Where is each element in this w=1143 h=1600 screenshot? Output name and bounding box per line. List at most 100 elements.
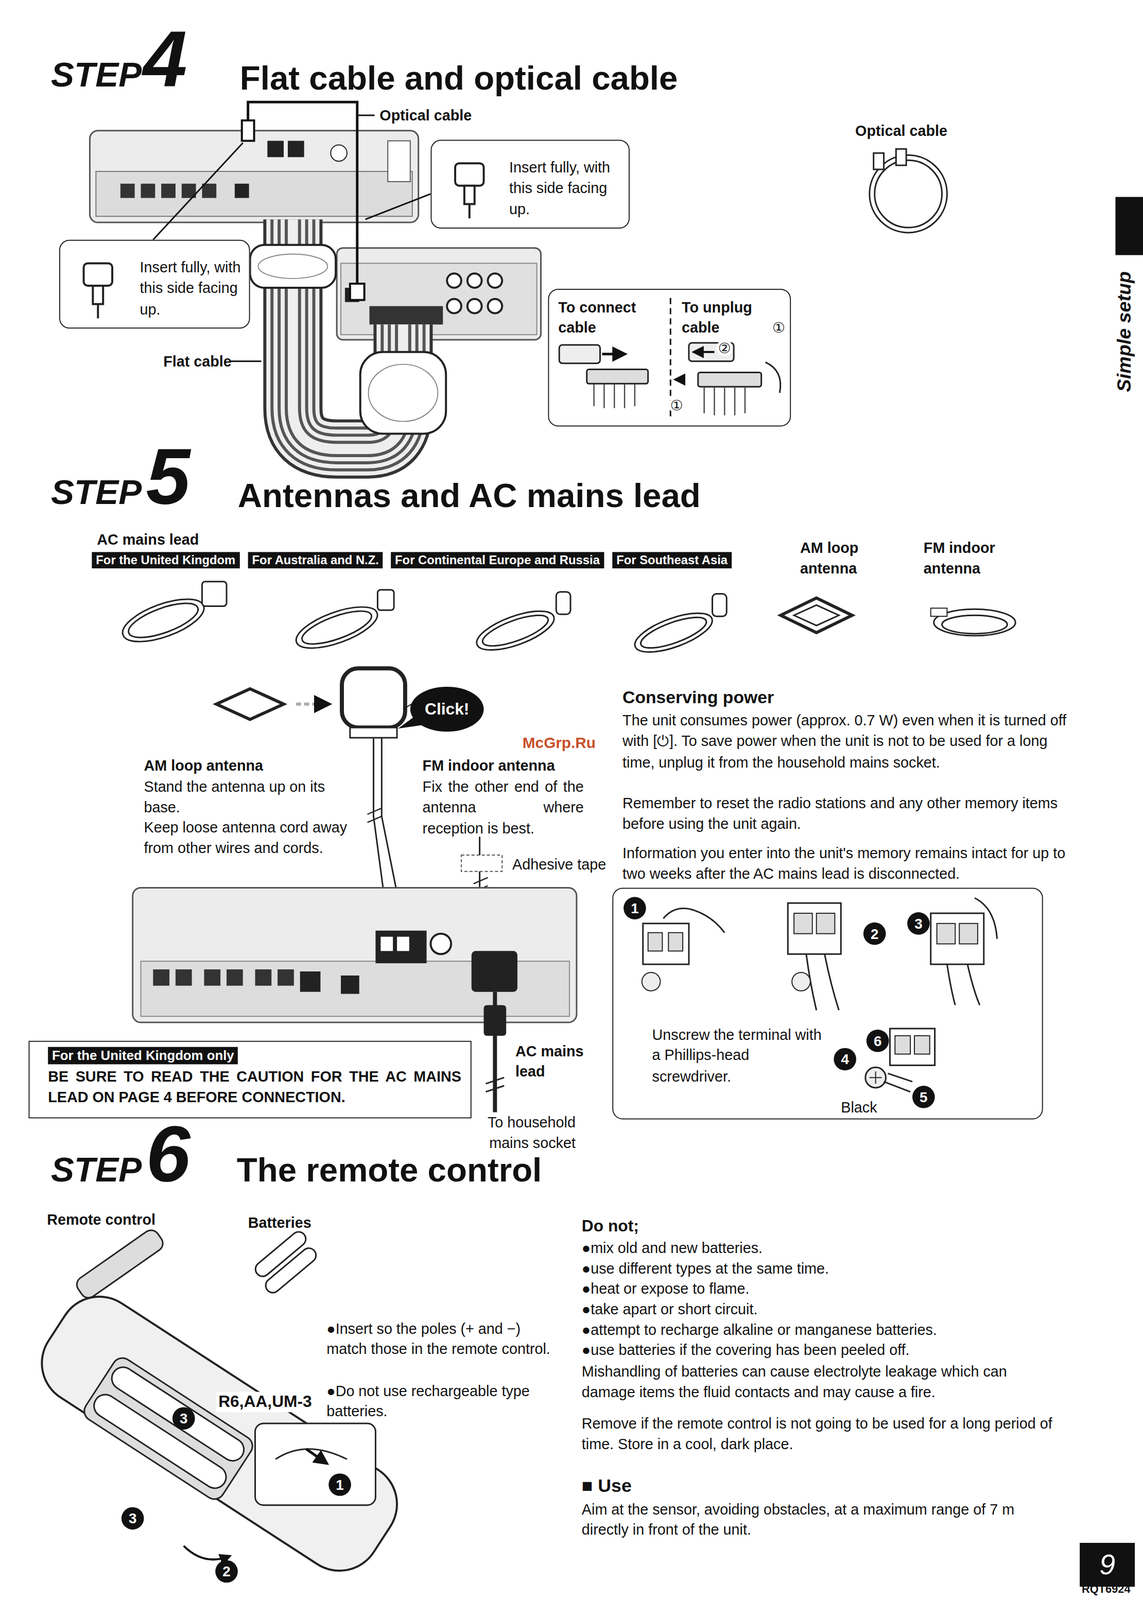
plug-icon bbox=[92, 285, 103, 305]
callout-ground bbox=[612, 887, 1043, 1120]
box-text: Insert fully, with this side facing up. bbox=[509, 157, 617, 220]
terminal-icon bbox=[668, 932, 683, 952]
flat-cable bbox=[257, 254, 328, 280]
body-text: ●mix old and new batteries. bbox=[581, 1237, 1064, 1259]
step-label: STEP bbox=[50, 1152, 142, 1187]
box-text: 9 bbox=[1099, 1548, 1116, 1582]
callout-number: 5 bbox=[912, 1085, 935, 1109]
body-text: ●use different types at the same time. bbox=[581, 1258, 1064, 1279]
mains-lead bbox=[124, 596, 202, 645]
instruction-box: Unscrew the terminal with a Phillips-hea… bbox=[612, 887, 1043, 1120]
main-unit-rear bbox=[396, 937, 410, 952]
leader-line bbox=[365, 194, 431, 220]
terminal-icon bbox=[889, 1028, 935, 1066]
main-unit-rear bbox=[226, 969, 244, 986]
step-label: STEP bbox=[50, 57, 142, 92]
main-unit-rear bbox=[201, 183, 217, 199]
main-unit-rear bbox=[152, 969, 170, 986]
antenna-icon bbox=[341, 668, 406, 728]
terminal-icon bbox=[884, 1073, 913, 1093]
dvd-unit-rear bbox=[467, 273, 482, 288]
body-text: Remove if the remote control is not goin… bbox=[581, 1413, 1064, 1455]
caption-label: Optical cable bbox=[379, 105, 472, 126]
optical-cable bbox=[873, 152, 885, 170]
step-number: 5 bbox=[145, 436, 190, 517]
body-text: Information you enter into the unit's me… bbox=[622, 842, 1072, 885]
callout-ground bbox=[59, 140, 1044, 1120]
main-unit-rear bbox=[471, 950, 518, 992]
main-unit-rear bbox=[380, 937, 393, 952]
body-text: ●Do not use rechargeable type batteries. bbox=[326, 1380, 560, 1423]
antenna-icon bbox=[780, 598, 853, 633]
main-unit-rear bbox=[175, 969, 193, 986]
body-text: The unit consumes power (approx. 0.7 W) … bbox=[622, 710, 1070, 773]
antenna-icon bbox=[942, 615, 1008, 634]
main-unit-rear bbox=[203, 969, 221, 986]
section-heading: Flat cable and optical cable bbox=[239, 61, 679, 95]
step-number: 6 bbox=[145, 1114, 190, 1195]
antenna-icon bbox=[930, 608, 948, 617]
main-unit-rear bbox=[255, 969, 272, 986]
box-text: For the United Kingdom bbox=[95, 551, 236, 569]
box-text: For the United Kingdom only bbox=[47, 1047, 238, 1065]
flat-cable bbox=[250, 245, 337, 288]
box-text: Insert fully, with this side facing up. bbox=[140, 257, 242, 320]
section-heading: Antennas and AC mains lead bbox=[237, 478, 701, 513]
warning-box: For the United Kingdom onlyBE SURE TO RE… bbox=[28, 1041, 472, 1119]
main-unit-rear bbox=[141, 183, 156, 199]
body-text: ●attempt to recharge alkaline or mangane… bbox=[581, 1319, 1064, 1341]
remote-control bbox=[80, 1354, 257, 1503]
main-unit-rear bbox=[161, 183, 176, 199]
main-unit-rear bbox=[234, 183, 250, 199]
plug-icon bbox=[83, 263, 113, 286]
callout-ground bbox=[547, 288, 791, 427]
main-unit-rear bbox=[375, 930, 427, 964]
region-tag: For the United Kingdom bbox=[91, 551, 240, 569]
callout-number: 3 bbox=[121, 1507, 145, 1531]
box-body-text: To unplug cable bbox=[681, 297, 784, 339]
antenna-icon bbox=[216, 688, 284, 720]
terminal-icon bbox=[806, 954, 839, 1011]
dvd-unit-rear bbox=[446, 299, 462, 314]
callout-number: 4 bbox=[833, 1048, 857, 1071]
terminal-icon bbox=[643, 923, 689, 965]
main-unit-rear bbox=[340, 975, 360, 995]
callout-number: 2 bbox=[863, 922, 887, 946]
body-text: ●Insert so the poles (+ and −) match tho… bbox=[326, 1318, 560, 1360]
terminal-icon bbox=[793, 913, 813, 934]
region-tag: For Southeast Asia bbox=[612, 551, 732, 569]
callout-number: 3 bbox=[907, 912, 930, 935]
caption-label: AM loop antenna bbox=[143, 755, 264, 776]
body-text: Remember to reset the radio stations and… bbox=[622, 792, 1070, 835]
connector-icon bbox=[704, 386, 746, 416]
section-tab-label: Simple setup bbox=[1114, 271, 1135, 392]
main-unit-rear bbox=[300, 971, 321, 993]
body-text: Mishandling of batteries can cause elect… bbox=[581, 1361, 1064, 1403]
speech-bubble: Click! bbox=[410, 686, 484, 732]
callout-number: ① bbox=[668, 396, 685, 414]
callout-box: Insert fully, with this side facing up. bbox=[59, 239, 251, 329]
callout-number: 6 bbox=[866, 1029, 890, 1053]
plug-icon bbox=[468, 203, 471, 219]
main-unit-rear bbox=[387, 141, 411, 182]
terminal-icon bbox=[791, 972, 811, 992]
optical-cable bbox=[241, 120, 255, 142]
connector-icon bbox=[765, 362, 781, 393]
connector-icon bbox=[594, 383, 635, 409]
main-unit-rear bbox=[89, 130, 419, 223]
mains-lead bbox=[117, 590, 210, 651]
caption-label: Flat cable bbox=[163, 351, 232, 372]
remote-control bbox=[89, 1390, 231, 1494]
leader-line bbox=[152, 143, 243, 240]
optical-cable bbox=[895, 148, 907, 166]
box-body-text: BE SURE TO READ THE CAUTION FOR THE AC M… bbox=[47, 1066, 462, 1107]
callout-box: Insert fully, with this side facing up. bbox=[430, 140, 630, 229]
terminal-icon bbox=[946, 964, 980, 1006]
callout-number: 1 bbox=[328, 1473, 352, 1497]
terminal-icon bbox=[816, 913, 836, 934]
terminal-icon bbox=[642, 897, 998, 1093]
caption-label: Optical cable bbox=[855, 120, 948, 142]
body-text: Keep loose antenna cord away from other … bbox=[143, 817, 353, 859]
terminal-icon bbox=[894, 1035, 911, 1055]
region-tag: For Continental Europe and Russia bbox=[390, 551, 604, 569]
